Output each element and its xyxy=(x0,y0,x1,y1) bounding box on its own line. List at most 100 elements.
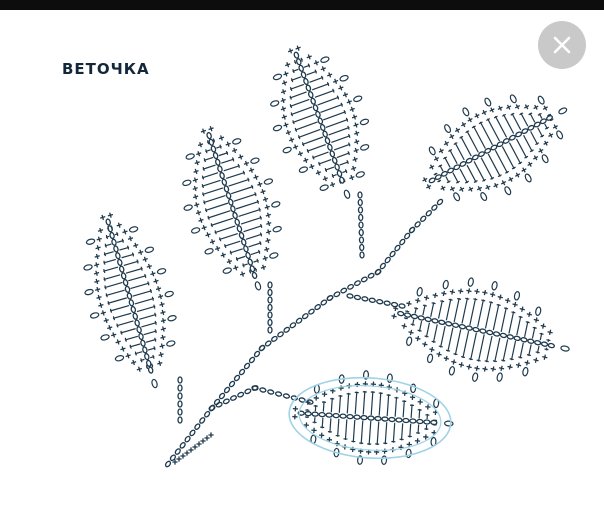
picot xyxy=(190,227,201,234)
single-crochet xyxy=(408,329,414,336)
chain-stitch xyxy=(357,198,363,207)
single-crochet xyxy=(205,232,211,238)
chain-stitch xyxy=(234,218,241,226)
double-crochet xyxy=(103,251,114,257)
single-crochet xyxy=(533,317,540,323)
chain-stitch xyxy=(301,313,309,320)
double-crochet xyxy=(528,112,536,123)
double-crochet xyxy=(343,419,348,440)
single-crochet xyxy=(338,385,344,391)
chain-stitch xyxy=(169,454,176,462)
single-crochet xyxy=(514,104,521,110)
chain-stitch xyxy=(208,405,216,411)
double-crochet xyxy=(248,240,262,248)
chain-stitch xyxy=(381,416,389,422)
double-crochet xyxy=(330,397,335,413)
single-crochet xyxy=(493,182,499,189)
single-crochet xyxy=(423,434,429,440)
double-crochet xyxy=(331,133,351,144)
picot xyxy=(444,124,452,134)
chain-stitch xyxy=(310,97,316,105)
single-crochet xyxy=(440,185,446,191)
close-button[interactable] xyxy=(538,21,586,69)
double-crochet xyxy=(103,274,121,282)
single-crochet xyxy=(382,448,388,454)
chain-stitch xyxy=(271,335,278,342)
chain-stitch xyxy=(300,71,307,79)
double-crochet xyxy=(313,404,318,412)
double-crochet xyxy=(410,319,415,326)
chain-stitch xyxy=(409,418,417,424)
chain-stitch xyxy=(479,328,487,334)
single-crochet xyxy=(264,246,270,253)
single-crochet xyxy=(449,133,455,140)
single-crochet xyxy=(497,105,503,111)
single-crochet xyxy=(353,147,359,154)
single-crochet xyxy=(192,177,199,183)
chain-stitch xyxy=(194,423,201,430)
single-crochet xyxy=(352,156,358,163)
double-crochet xyxy=(433,172,438,176)
picot xyxy=(319,184,329,191)
chain-stitch xyxy=(334,163,340,171)
chain-stitch xyxy=(232,211,238,220)
picot xyxy=(496,372,503,382)
chain-stitch xyxy=(307,91,314,99)
double-crochet xyxy=(206,140,210,145)
picot xyxy=(504,186,512,196)
single-crochet xyxy=(283,122,289,128)
picot xyxy=(272,73,283,81)
double-crochet xyxy=(453,297,462,322)
double-crochet xyxy=(354,391,359,415)
double-crochet xyxy=(394,396,399,417)
double-crochet xyxy=(120,328,136,335)
double-crochet xyxy=(544,123,550,130)
double-crochet xyxy=(325,117,349,128)
double-crochet xyxy=(417,320,423,332)
picot xyxy=(522,366,529,377)
double-crochet xyxy=(399,423,404,441)
picot xyxy=(353,95,363,103)
picot xyxy=(272,124,283,132)
double-crochet xyxy=(150,354,155,359)
single-crochet xyxy=(409,394,416,400)
double-crochet xyxy=(207,210,231,220)
chain-stitch xyxy=(289,322,297,329)
chain-stitch xyxy=(428,177,436,184)
double-crochet xyxy=(201,179,221,189)
chain-stitch xyxy=(138,332,144,341)
single-crochet xyxy=(466,364,472,370)
chain-stitch xyxy=(238,231,245,240)
picot xyxy=(406,336,413,346)
single-crochet xyxy=(436,351,442,357)
double-crochet xyxy=(402,400,407,418)
single-crochet xyxy=(103,317,109,324)
chain-stitch xyxy=(521,128,529,135)
picot xyxy=(480,192,488,202)
single-crochet xyxy=(417,399,423,405)
double-crochet xyxy=(309,75,324,83)
single-crochet xyxy=(458,288,464,294)
double-crochet xyxy=(386,394,391,417)
single-crochet xyxy=(125,353,131,359)
double-crochet xyxy=(343,178,346,183)
single-crochet xyxy=(524,104,530,110)
picot xyxy=(448,366,456,376)
leaf xyxy=(182,126,282,291)
chain-stitch xyxy=(305,84,312,92)
chain-stitch xyxy=(277,331,284,338)
leaf xyxy=(391,277,570,382)
chain-stitch xyxy=(492,331,501,337)
chain-stitch xyxy=(384,256,391,264)
double-crochet xyxy=(119,245,130,251)
single-crochet xyxy=(264,204,270,210)
chain-stitch xyxy=(228,380,236,388)
single-crochet xyxy=(157,293,164,300)
chain-stitch xyxy=(508,134,516,141)
double-crochet xyxy=(422,304,427,316)
chain-stitch xyxy=(359,251,365,259)
chain-stitch xyxy=(140,339,146,347)
single-crochet xyxy=(192,185,198,192)
single-crochet xyxy=(238,154,244,160)
double-crochet xyxy=(150,363,154,368)
